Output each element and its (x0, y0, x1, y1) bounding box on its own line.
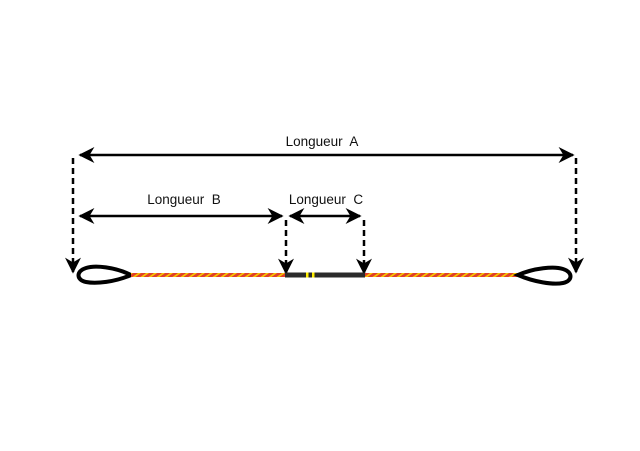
nocking-point-mark (306, 272, 309, 278)
left-twisted-rope (131, 273, 286, 277)
right-twisted-rope (365, 273, 519, 277)
center-serving (285, 272, 365, 278)
length-a-dimension: Longueur A (78, 134, 575, 163)
length-c-dimension: Longueur C (288, 192, 364, 224)
nocking-point-mark (312, 272, 315, 278)
length-b-dimension: Longueur B (78, 192, 284, 224)
right-loop (513, 265, 573, 286)
length-b-label: Longueur B (147, 192, 221, 207)
bowstring (76, 264, 573, 286)
length-c-label: Longueur C (289, 192, 364, 207)
left-loop (76, 264, 136, 285)
length-a-label: Longueur A (286, 134, 359, 149)
